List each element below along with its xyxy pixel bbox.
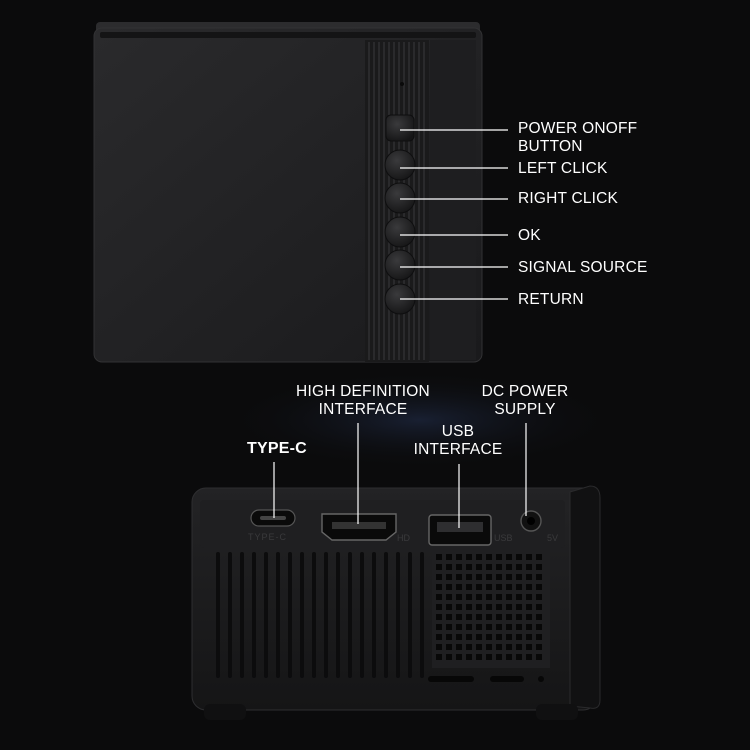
engraved-dc: 5V xyxy=(547,533,558,543)
rear-view-device: TYPE-C HD USB 5V xyxy=(191,423,601,720)
engraved-typec: TYPE-C xyxy=(248,532,287,542)
callout-type-c: TYPE-C xyxy=(247,440,307,457)
callout-left-click: LEFT CLICK xyxy=(518,160,608,177)
indicator-led xyxy=(400,82,404,86)
callout-return: RETURN xyxy=(518,291,584,308)
engraved-usb: USB xyxy=(494,533,513,543)
callout-right-click: RIGHT CLICK xyxy=(518,190,619,207)
callout-hdmi: HIGH DEFINITION INTERFACE xyxy=(296,383,430,418)
engraved-hd: HD xyxy=(397,533,410,543)
control-buttons xyxy=(384,114,416,315)
device-foot-right xyxy=(536,704,578,720)
top-leader-lines xyxy=(400,129,508,300)
ok-button[interactable] xyxy=(384,216,416,248)
callout-usb: USB INTERFACE xyxy=(413,423,503,458)
rear-leader-lines xyxy=(273,423,527,528)
card-slot xyxy=(428,676,474,682)
callout-signal-source: SIGNAL SOURCE xyxy=(518,259,648,276)
top-view-device xyxy=(93,22,508,363)
callout-dc-power: DC POWER SUPPLY xyxy=(481,383,569,418)
signal-source-button[interactable] xyxy=(384,249,416,281)
side-vents xyxy=(216,552,424,678)
callout-power-button: POWER ONOFF BUTTON xyxy=(518,120,638,155)
callout-ok: OK xyxy=(518,227,541,244)
power-button[interactable] xyxy=(385,114,415,142)
device-foot-left xyxy=(204,704,246,720)
right-click-button[interactable] xyxy=(384,182,416,214)
left-click-button[interactable] xyxy=(384,149,416,181)
speaker-grille xyxy=(432,550,550,668)
